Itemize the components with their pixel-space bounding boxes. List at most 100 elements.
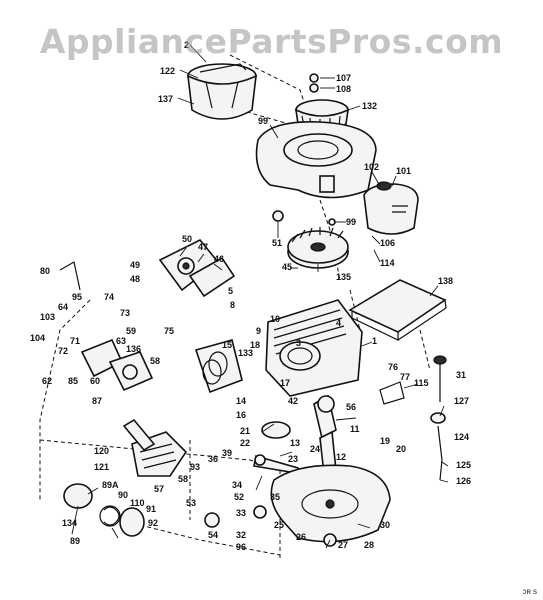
recoil-assembly [63,483,145,537]
callout-label: 47 [198,242,208,252]
callout-label: 56 [346,402,356,412]
callout-label: 134 [62,518,77,528]
manual-sheet [348,279,447,341]
callout-label: 1 [372,336,377,346]
callout-label: 87 [92,396,102,406]
callout-label: 72 [58,346,68,356]
callout-label: 99 [258,116,268,126]
callout-label: 76 [388,362,398,372]
cylinder-block [265,299,363,397]
callout-label: 10 [270,314,280,324]
callout-label: 96 [236,542,246,552]
callout-label: 90 [118,490,128,500]
callout-label: 28 [364,540,374,550]
callout-label: 136 [126,344,141,354]
callout-label: 75 [164,326,174,336]
callout-label: 64 [58,302,68,312]
callout-label: 104 [30,333,45,343]
callout-label: 106 [380,238,395,248]
callout-label: 27 [338,540,348,550]
callout-label: 59 [126,326,136,336]
callout-label: 52 [234,492,244,502]
callout-label: 62 [42,376,52,386]
callout-label: 13 [290,438,300,448]
callout-label: 95 [72,292,82,302]
callout-label: 46 [214,254,224,264]
callout-label: 73 [120,308,130,318]
callout-label: 39 [222,448,232,458]
callout-label: 92 [148,518,158,528]
callout-label: 31 [456,370,466,380]
flywheel [287,227,349,269]
corner-note: ɔʀ s [522,587,537,596]
callout-label: 110 [130,498,145,508]
callout-label: 124 [454,432,469,442]
callout-label: 133 [238,348,253,358]
callout-label: 58 [178,474,188,484]
callout-labels: 2 122 137 107 108 132 99 102 101 51 99 1… [30,40,471,552]
callout-label: 33 [236,508,246,518]
callout-label: 54 [208,530,218,540]
callout-label: 138 [438,276,453,286]
callout-label: 12 [336,452,346,462]
callout-label: 63 [116,336,126,346]
air-filter [122,418,188,477]
crankcase-base [270,464,391,543]
callout-label: 5 [228,286,233,296]
callout-label: 93 [190,462,200,472]
callout-label: 107 [336,73,351,83]
crankshaft [313,394,337,476]
callout-label: 89 [70,536,80,546]
carburetor [158,238,236,298]
callout-label: 120 [94,446,109,456]
callout-label: 57 [154,484,164,494]
callout-label: 19 [380,436,390,446]
callout-label: 132 [362,101,377,111]
blower-housing [255,121,377,199]
callout-label: 42 [288,396,298,406]
callout-label: 49 [130,260,140,270]
callout-label: 125 [456,460,471,470]
callout-label: 80 [40,266,50,276]
callout-label: 114 [380,258,395,268]
callout-label: 8 [230,300,235,310]
callout-label: 126 [456,476,471,486]
callout-label: 2 [184,40,189,50]
callout-label: 135 [336,272,351,282]
callout-label: 4 [336,318,341,328]
callout-label: 11 [350,424,360,434]
callout-label: 16 [236,410,246,420]
callout-label: 14 [236,396,246,406]
callout-label: 50 [182,234,192,244]
callout-label: 89A [102,480,119,490]
callout-label: 53 [186,498,196,508]
callout-label: 24 [310,444,320,454]
callout-label: 60 [90,376,100,386]
callout-label: 85 [68,376,78,386]
callout-label: 122 [160,66,175,76]
callout-label: 51 [272,238,282,248]
callout-label: 30 [380,520,390,530]
callout-label: 45 [282,262,292,272]
callout-label: 26 [296,532,306,542]
callout-label: 91 [146,504,156,514]
callout-label: 9 [256,326,261,336]
starter-cup [187,63,257,120]
callout-label: 32 [236,530,246,540]
callout-label: 102 [364,162,379,172]
fuel-tank [363,181,419,235]
callout-label: 74 [104,292,114,302]
dipstick-tube [430,355,447,481]
muffler-parts [80,338,243,394]
callout-label: 99 [346,217,356,227]
callout-label: 15 [222,340,232,350]
watermark: AppliancePartsPros.com [39,22,504,61]
callout-label: 137 [158,94,173,104]
callout-label: 34 [232,480,242,490]
callout-label: 17 [280,378,290,388]
callout-label: 25 [274,520,284,530]
callout-label: 115 [414,378,429,388]
callout-label: 20 [396,444,406,454]
